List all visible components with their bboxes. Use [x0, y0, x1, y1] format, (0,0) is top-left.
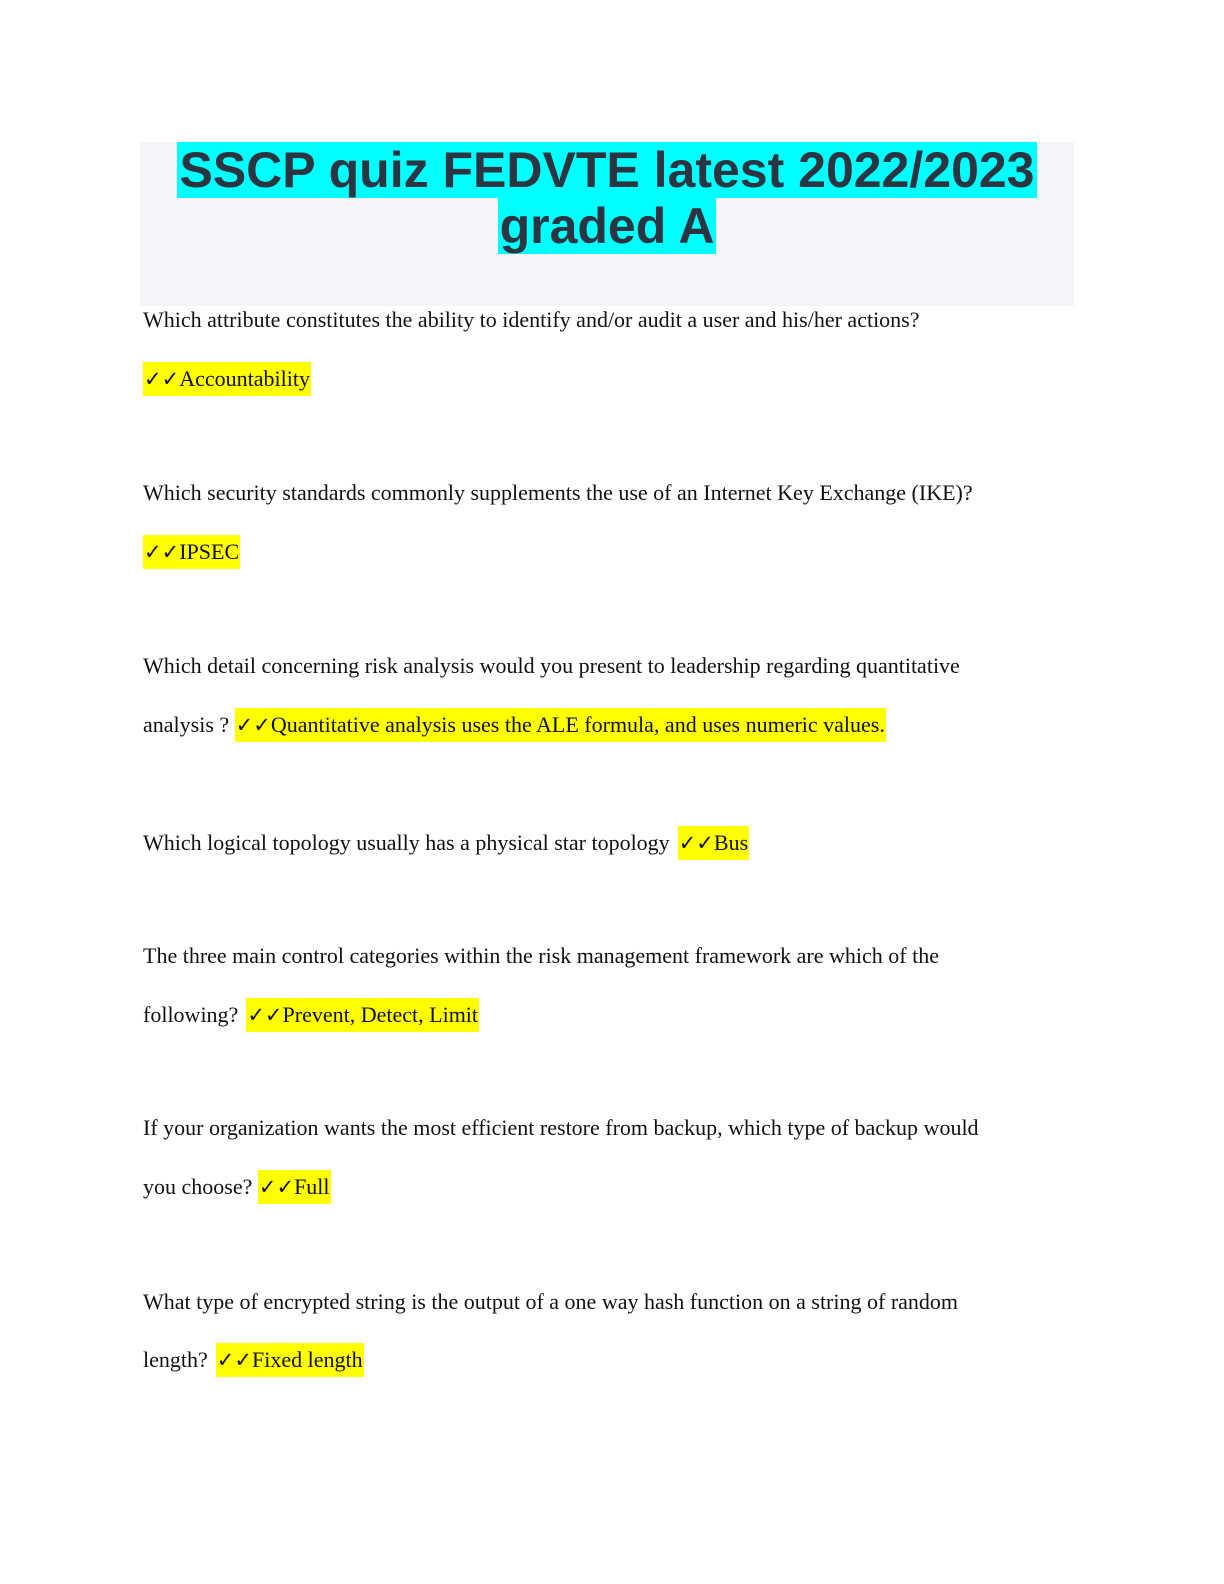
title-line-2: graded A [497, 198, 717, 254]
answer-highlight: ✓✓Quantitative analysis uses the ALE for… [234, 708, 886, 742]
question-text-continued: length? [143, 1347, 208, 1372]
answer-line: Which logical topology usually has a phy… [143, 826, 750, 860]
answer-line: length? ✓✓Fixed length [143, 1343, 364, 1377]
answer-text: Accountability [179, 366, 310, 391]
question-text: Which attribute constitutes the ability … [143, 307, 920, 332]
answer-highlight: ✓✓Accountability [143, 362, 311, 396]
answer-line: ✓✓IPSEC [143, 535, 241, 569]
check-icon: ✓✓ [235, 713, 271, 737]
question-text-continued: analysis ? [143, 712, 230, 737]
question-text: Which logical topology usually has a phy… [143, 830, 670, 855]
answer-line: following? ✓✓Prevent, Detect, Limit [143, 998, 480, 1032]
page-title: SSCP quiz FEDVTE latest 2022/2023 graded… [140, 142, 1074, 254]
check-icon: ✓✓ [247, 1003, 283, 1027]
question-text-continued: you choose? [143, 1174, 253, 1199]
answer-highlight: ✓✓Fixed length [215, 1343, 364, 1377]
check-icon: ✓✓ [678, 831, 714, 855]
answer-text: Prevent, Detect, Limit [282, 1002, 479, 1027]
question-text: Which security standards commonly supple… [143, 480, 973, 505]
check-icon: ✓✓ [216, 1348, 252, 1372]
answer-highlight: ✓✓Full [257, 1170, 331, 1204]
answer-highlight: ✓✓Bus [677, 826, 750, 860]
check-icon: ✓✓ [144, 540, 180, 564]
answer-text: IPSEC [179, 539, 240, 564]
answer-line: ✓✓Accountability [143, 362, 311, 396]
answer-text: Fixed length [251, 1347, 363, 1372]
check-icon: ✓✓ [258, 1175, 295, 1199]
answer-text: Bus [713, 830, 749, 855]
answer-text: Quantitative analysis uses the ALE formu… [270, 712, 885, 737]
question-text: What type of encrypted string is the out… [143, 1289, 959, 1314]
check-icon: ✓✓ [144, 367, 180, 391]
title-line-1: SSCP quiz FEDVTE latest 2022/2023 [177, 142, 1037, 198]
title-block: SSCP quiz FEDVTE latest 2022/2023 graded… [140, 142, 1074, 306]
answer-highlight: ✓✓Prevent, Detect, Limit [246, 998, 480, 1032]
question-text: Which detail concerning risk analysis wo… [143, 653, 960, 678]
answer-highlight: ✓✓IPSEC [143, 535, 241, 569]
answer-line: you choose? ✓✓Full [143, 1170, 331, 1204]
question-text-continued: following? [143, 1002, 239, 1027]
question-text: The three main control categories within… [143, 943, 939, 968]
answer-text: Full [294, 1174, 330, 1199]
question-text: If your organization wants the most effi… [143, 1115, 979, 1140]
answer-line: analysis ? ✓✓Quantitative analysis uses … [143, 708, 886, 742]
